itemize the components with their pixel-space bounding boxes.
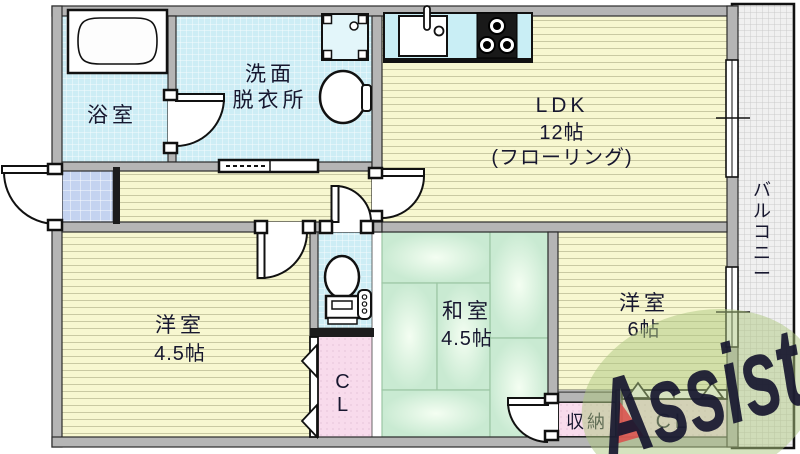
stove-burners-icon — [476, 12, 518, 59]
entrance-floor — [61, 170, 114, 223]
ldk-size-label: 12帖 — [539, 121, 584, 144]
hallway-floor — [120, 171, 372, 222]
wall-ldk-rooms — [381, 221, 728, 233]
sliding-door-icon — [217, 158, 320, 174]
storage-door-swing-icon — [507, 392, 560, 443]
closet-small-front — [300, 336, 319, 440]
ldk-floor-note: (フローリング) — [491, 146, 632, 169]
washroom-label-line1: 洗面 — [245, 63, 295, 86]
bath-label: 浴室 — [87, 104, 137, 127]
ldk-window-icon — [716, 59, 750, 178]
washbasin-icon — [318, 69, 372, 125]
bathtub-icon — [66, 8, 169, 75]
assist-watermark: Assist — [581, 304, 800, 454]
wall-washroom-hall — [61, 161, 373, 172]
washing-machine-icon — [321, 13, 369, 61]
balcony-label: バルコニー — [753, 180, 771, 284]
toilet-icon — [323, 254, 372, 325]
washroom-label-line2: 脱衣所 — [233, 89, 308, 112]
western-room-small-size: 4.5帖 — [154, 342, 206, 365]
entrance-step — [113, 167, 120, 224]
watermark-accent-triangle — [616, 400, 644, 444]
bathroom-door-swing-icon — [162, 88, 225, 155]
japanese-room-size: 4.5帖 — [441, 327, 493, 350]
door-openings — [52, 98, 558, 437]
ldk-door-swing-icon — [367, 166, 425, 223]
toilet-closet-divider — [310, 328, 374, 337]
toilet-door-swing-icon — [318, 185, 375, 235]
ldk-label: LDK — [536, 94, 589, 117]
japanese-room-label: 和室 — [442, 300, 492, 323]
tatami-mats — [381, 231, 549, 438]
watermark-ellipse — [581, 309, 800, 454]
closet-small-floor — [317, 335, 373, 438]
kitchen-counter — [383, 5, 533, 63]
western-room-large-label: 洋室 — [619, 292, 669, 315]
kitchen-sink-icon — [398, 5, 448, 57]
entrance-door-swing-icon — [1, 162, 64, 232]
western-room-door-swing-icon — [253, 219, 317, 279]
wall-toilet-left — [309, 231, 319, 337]
western-room-small-label: 洋室 — [155, 314, 205, 337]
